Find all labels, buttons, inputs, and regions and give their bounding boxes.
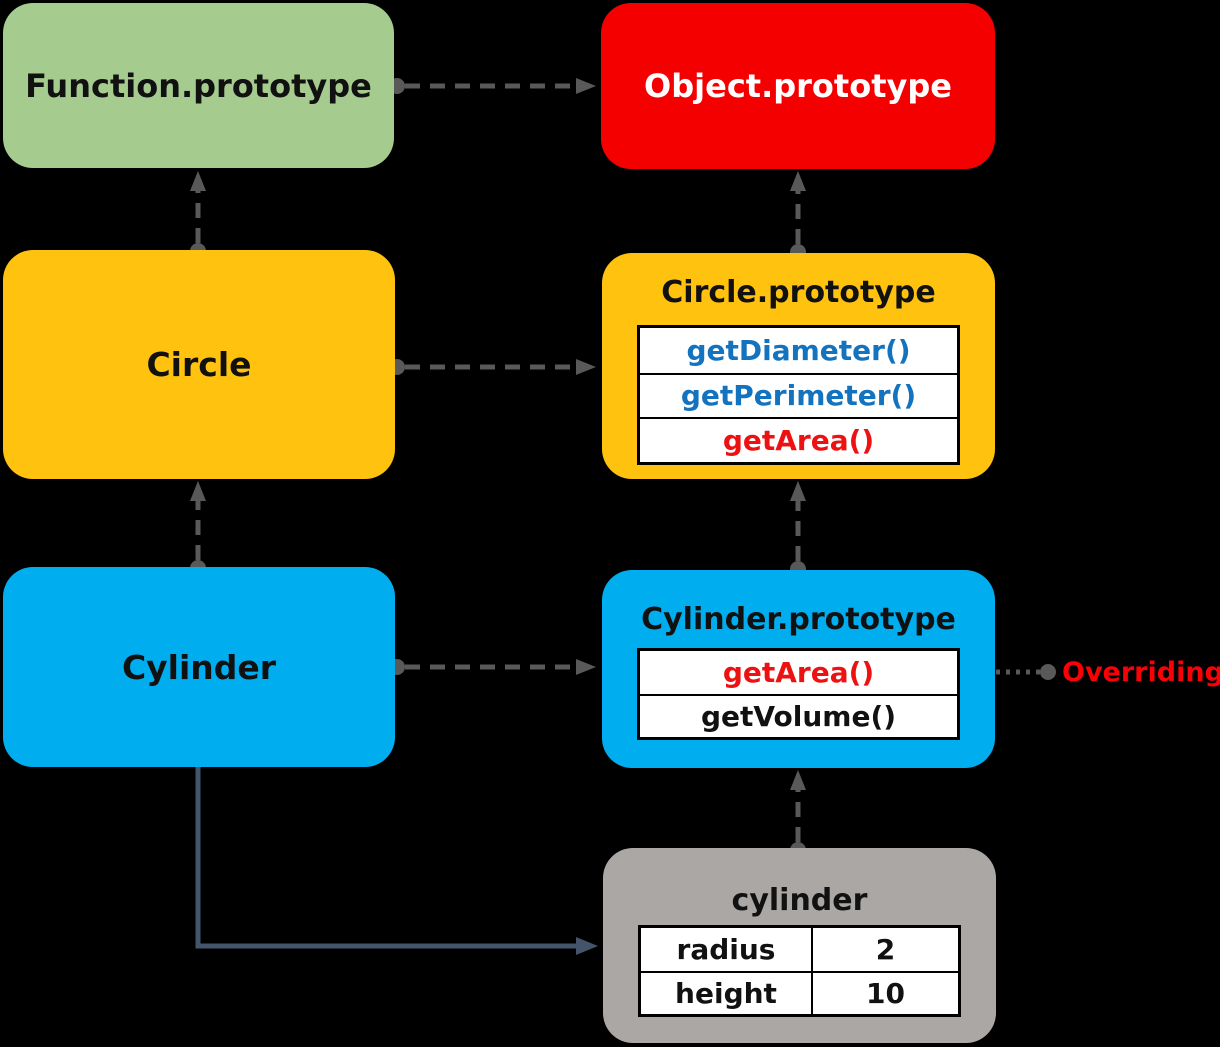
prop-radius-name: radius bbox=[676, 933, 776, 966]
circle-prototype-title: Circle.prototype bbox=[661, 275, 936, 310]
arrow-cylinder-prototype-to-circle-prototype bbox=[790, 481, 806, 577]
cylinder-instance-prop-table: radius 2 height 10 bbox=[638, 925, 961, 1017]
node-circle-prototype: Circle.prototype getDiameter() getPerime… bbox=[602, 253, 995, 479]
function-prototype-label: Function.prototype bbox=[25, 66, 372, 105]
node-cylinder-instance: cylinder radius 2 height 10 bbox=[603, 848, 996, 1043]
circle-constructor-label: Circle bbox=[146, 345, 252, 384]
arrow-circle-to-function-prototype bbox=[190, 171, 206, 259]
arrow-circle-to-circle-prototype bbox=[389, 359, 596, 375]
arrow-cylinder-to-circle bbox=[190, 481, 206, 576]
node-function-prototype: Function.prototype bbox=[3, 3, 394, 168]
node-cylinder-constructor: Cylinder bbox=[3, 567, 395, 767]
method-getarea-cylinder: getArea() bbox=[722, 656, 875, 689]
cylinder-constructor-label: Cylinder bbox=[121, 647, 277, 687]
object-prototype-label: Object.prototype bbox=[644, 67, 952, 105]
cylinder-instance-title: cylinder bbox=[731, 883, 868, 918]
prop-height-name: height bbox=[641, 971, 811, 1014]
prop-radius-value: 2 bbox=[811, 928, 958, 971]
circle-prototype-method-table: getDiameter() getPerimeter() getArea() bbox=[637, 325, 960, 465]
arrow-cylinder-to-cylinder-prototype bbox=[389, 659, 596, 675]
method-getarea-circle: getArea() bbox=[640, 417, 957, 462]
overriding-annotation: Overriding bbox=[1062, 657, 1220, 688]
method-getdiameter: getDiameter() bbox=[686, 333, 911, 367]
arrow-circle-prototype-to-object-prototype bbox=[790, 171, 806, 260]
prop-height-value: 10 bbox=[811, 971, 958, 1014]
node-cylinder-prototype: Cylinder.prototype getArea() getVolume() bbox=[602, 570, 995, 768]
cylinder-prototype-title: Cylinder.prototype bbox=[641, 602, 956, 637]
arrow-function-prototype-to-object-prototype bbox=[389, 78, 596, 94]
method-getperimeter: getPerimeter() bbox=[640, 372, 957, 418]
node-object-prototype: Object.prototype bbox=[601, 3, 995, 169]
method-getvolume: getVolume() bbox=[640, 694, 957, 737]
cylinder-prototype-method-table: getArea() getVolume() bbox=[637, 648, 960, 740]
arrow-cylinder-to-cylinder-instance bbox=[195, 767, 598, 955]
node-circle-constructor: Circle bbox=[3, 250, 395, 479]
